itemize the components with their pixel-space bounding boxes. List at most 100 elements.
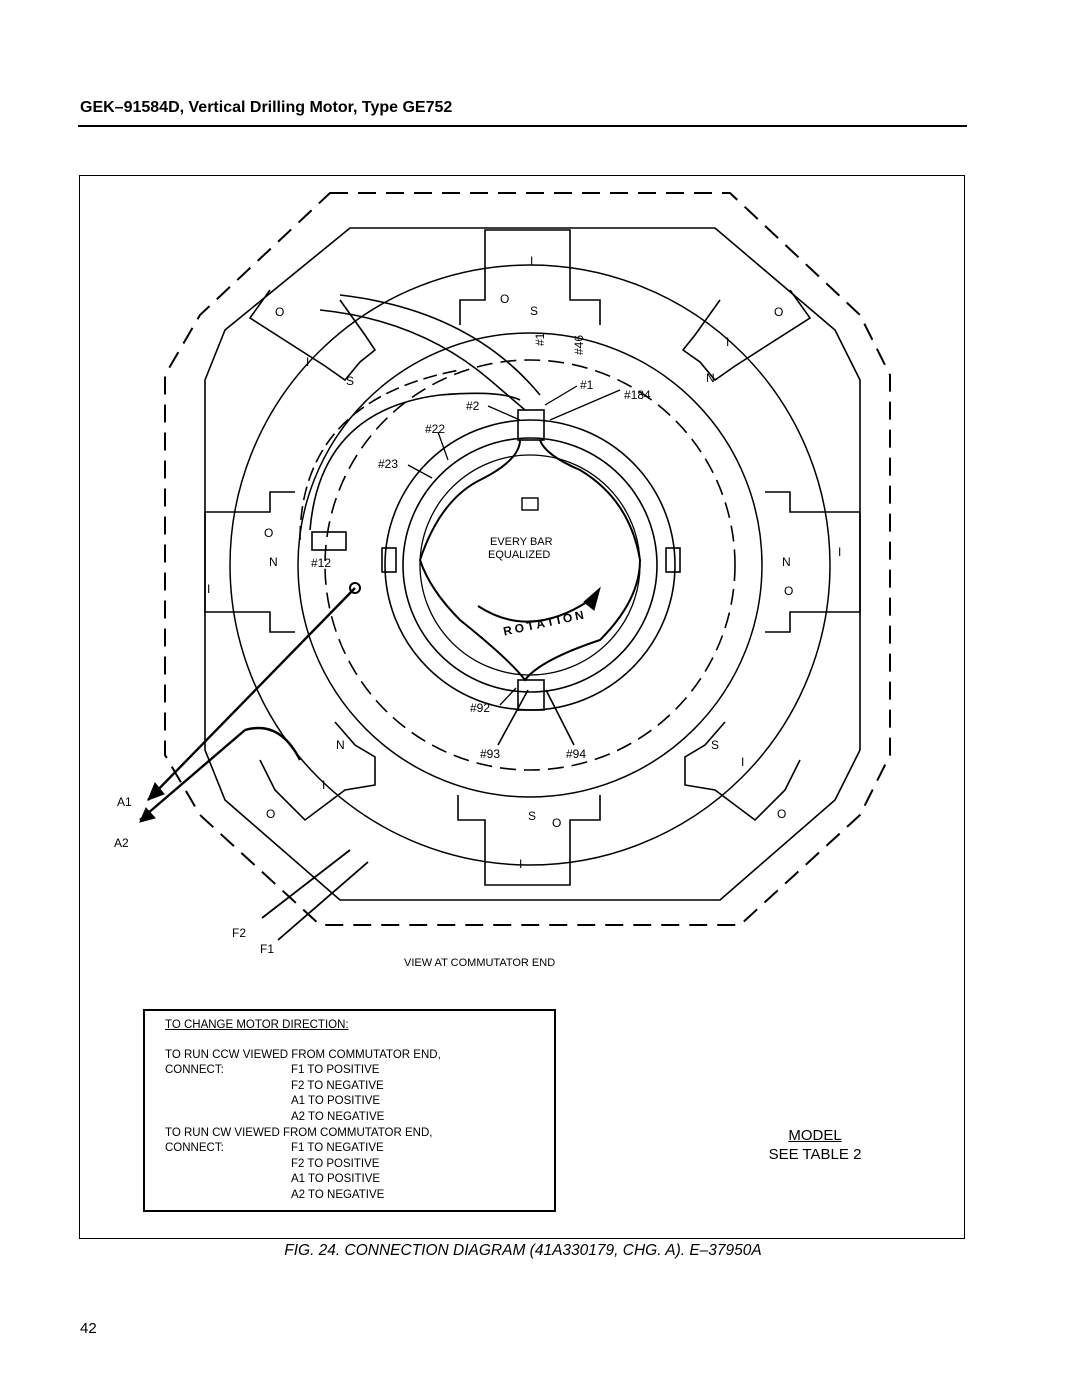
internal-wire-1	[319, 309, 526, 411]
page-header: GEK–91584D, Vertical Drilling Motor, Typ…	[80, 99, 453, 116]
pole-letter: S	[346, 374, 354, 388]
pole-left	[204, 491, 295, 633]
brush-left	[381, 547, 397, 573]
pole-letter: N	[269, 555, 278, 569]
cw-row: A2 TO NEGATIVE	[291, 1188, 385, 1201]
pointer-line	[407, 464, 433, 479]
model-note: MODEL SEE TABLE 2	[760, 1126, 870, 1164]
model-label: MODEL	[788, 1127, 842, 1144]
a2-lead	[139, 729, 246, 821]
center-label: EQUALIZED	[488, 549, 550, 561]
terminal-label: F2	[232, 926, 246, 940]
pole-letter: I	[530, 254, 533, 268]
pole-letter: O	[275, 305, 284, 319]
pole-letter: I	[207, 582, 210, 596]
brush-top	[517, 409, 545, 441]
ccw-row: CONNECT:F1 TO POSITIVE	[165, 1064, 380, 1077]
ccw-row: F2 TO NEGATIVE	[291, 1079, 384, 1092]
pole-letter: O	[500, 292, 509, 306]
figure-frame	[79, 175, 965, 1239]
pole-right	[765, 491, 861, 633]
pole-letter: N	[782, 555, 791, 569]
pole-letter: O	[264, 526, 273, 540]
pole-top	[459, 229, 601, 325]
wire-label: #23	[378, 457, 398, 471]
a2-cable	[244, 726, 302, 761]
rotation-label: ROTATION	[502, 607, 588, 638]
commutator-ring-core	[419, 454, 641, 676]
pointer-line	[437, 431, 449, 461]
pole-letter: S	[530, 304, 538, 318]
pole-letter: O	[266, 807, 275, 821]
wire-label: #93	[480, 747, 500, 761]
commutator-ring-inner	[402, 437, 658, 693]
header-rule	[78, 125, 967, 127]
pole-upper-left	[248, 289, 377, 382]
page-number: 42	[80, 1320, 97, 1337]
pole-letter: O	[774, 305, 783, 319]
pole-letter: I	[726, 335, 729, 349]
wire-label: #12	[311, 556, 331, 570]
a1-terminal-dot	[349, 582, 361, 594]
wire-label: #22	[425, 422, 445, 436]
notes-title: TO CHANGE MOTOR DIRECTION:	[165, 1019, 349, 1031]
wire-label: #2	[466, 399, 480, 413]
commutator-ring-mid	[384, 419, 676, 711]
pole-bottom	[457, 795, 601, 886]
view-label: VIEW AT COMMUTATOR END	[404, 957, 555, 969]
wire-label: #1	[580, 378, 594, 392]
pole-letter: N	[706, 371, 715, 385]
cw-row: A1 TO POSITIVE	[291, 1173, 381, 1186]
cw-row: F2 TO POSITIVE	[291, 1157, 380, 1170]
terminal-label: F1	[260, 942, 274, 956]
pole-letter: S	[711, 738, 719, 752]
wire-label: #92	[470, 701, 490, 715]
figure-caption: FIG. 24. CONNECTION DIAGRAM (41A330179, …	[284, 1242, 762, 1259]
f1-lead	[277, 861, 369, 941]
pointer-line	[487, 405, 521, 421]
ccw-row: A1 TO POSITIVE	[291, 1095, 381, 1108]
cw-heading: TO RUN CW VIEWED FROM COMMUTATOR END,	[165, 1126, 433, 1139]
brush-top-center	[521, 497, 539, 511]
inner-wiring-octagon	[204, 227, 861, 901]
pole-letter: S	[528, 809, 536, 823]
pole-upper-right	[681, 289, 812, 382]
brush-right	[665, 547, 681, 573]
center-label: EVERY BAR	[490, 536, 553, 548]
pole-letter: I	[741, 755, 744, 769]
housing-circle	[229, 264, 831, 866]
pointer-line	[497, 689, 529, 746]
pole-letter: O	[784, 584, 793, 598]
wire-label: #46	[572, 335, 586, 355]
brush-bottom	[517, 679, 545, 711]
pole-letter: I	[306, 355, 309, 369]
pole-letter: N	[336, 738, 345, 752]
terminal-label: A2	[114, 836, 129, 850]
internal-wire-2	[339, 294, 541, 396]
ccw-row: A2 TO NEGATIVE	[291, 1110, 385, 1123]
ccw-heading: TO RUN CCW VIEWED FROM COMMUTATOR END,	[165, 1048, 441, 1061]
pointer-line	[549, 389, 621, 421]
internal-wire-3	[309, 392, 521, 531]
pole-letter: I	[519, 857, 522, 871]
internal-wire-4	[299, 369, 461, 541]
commutator-ring-outer	[297, 332, 763, 798]
pole-letter: O	[552, 816, 561, 830]
wire-label: #1	[533, 332, 547, 346]
pole-lower-right	[684, 721, 801, 822]
f2-lead	[261, 849, 351, 919]
a1-lead	[147, 587, 356, 801]
wire-label: #184	[624, 388, 651, 402]
rotation-arrowhead	[583, 586, 601, 611]
connection-box-12	[311, 531, 347, 551]
a2-arrowhead	[139, 807, 156, 823]
pointer-line	[499, 687, 517, 706]
direction-notes: TO CHANGE MOTOR DIRECTION: TO RUN CCW VI…	[143, 1009, 556, 1212]
model-table-ref: SEE TABLE 2	[768, 1146, 862, 1163]
pole-letter: I	[838, 545, 841, 559]
pole-letter: O	[777, 807, 786, 821]
cw-row: CONNECT:F1 TO NEGATIVE	[165, 1142, 384, 1155]
pole-letter: I	[322, 778, 325, 792]
pointer-line	[544, 385, 578, 406]
